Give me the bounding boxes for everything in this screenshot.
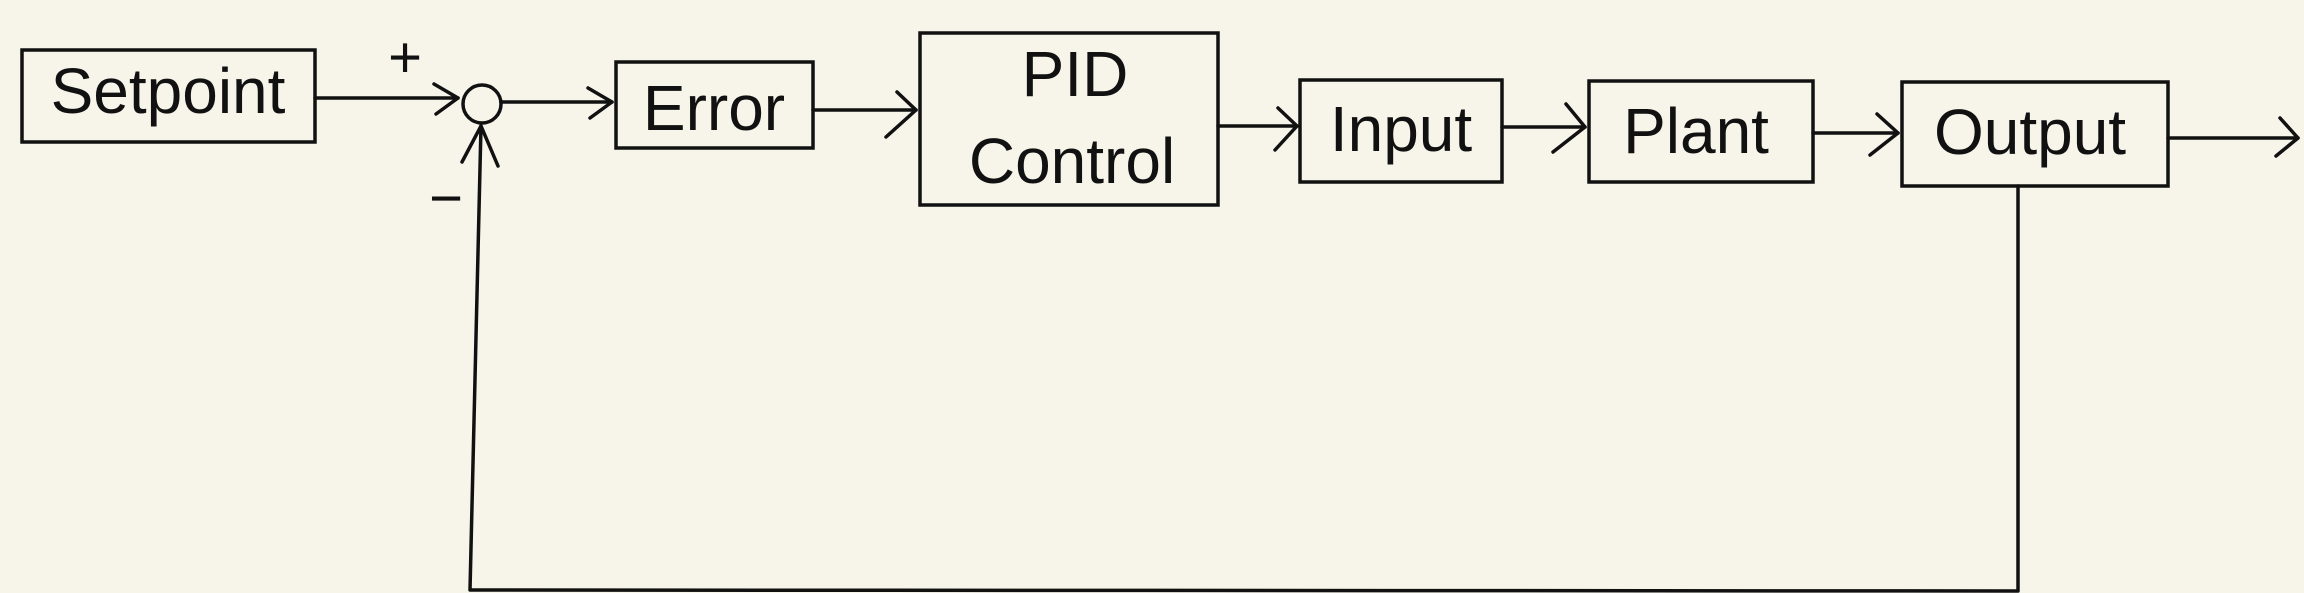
connector-setpoint-to-junction	[313, 82, 460, 116]
summing-junction-circle	[461, 83, 503, 125]
pid-label-line2: Control	[969, 125, 1175, 197]
output-label: Output	[1934, 96, 2126, 168]
connector-plant-to-output	[1811, 112, 1900, 157]
connector-junction-to-error	[499, 86, 614, 120]
input-box	[1298, 78, 1504, 184]
summing-junction: + −	[388, 25, 503, 231]
setpoint-box	[20, 48, 317, 144]
plant-label: Plant	[1623, 95, 1769, 167]
plant-block: Plant	[1587, 79, 1815, 184]
connector-input-to-plant	[1500, 102, 1587, 154]
setpoint-label: Setpoint	[51, 55, 286, 127]
connector-error-to-pid	[811, 90, 918, 139]
error-label: Error	[643, 72, 785, 144]
pid-control-block: PID Control	[918, 31, 1220, 207]
arrowhead-output	[1868, 112, 1900, 157]
connector-pid-to-input	[1216, 106, 1299, 152]
arrowhead-error	[586, 86, 614, 120]
arrowhead-pid	[884, 90, 918, 139]
input-label: Input	[1330, 93, 1473, 165]
output-box	[1900, 80, 2170, 188]
output-block: Output	[1900, 80, 2170, 188]
connector-output-exit	[2166, 116, 2300, 158]
arrowhead-input	[1273, 106, 1299, 152]
error-block: Error	[614, 60, 815, 150]
plus-sign: +	[388, 25, 422, 90]
setpoint-block: Setpoint	[20, 48, 317, 144]
error-box	[614, 60, 815, 150]
feedback-path	[460, 124, 2020, 593]
arrowhead-feedback	[460, 124, 500, 168]
minus-sign: −	[429, 166, 463, 231]
arrowhead-exit	[2274, 116, 2300, 158]
arrowhead-junction-input	[432, 82, 460, 116]
wire-feedback-loop	[468, 124, 2020, 593]
pid-label-line1: PID	[1022, 38, 1129, 110]
arrowhead-plant	[1551, 102, 1587, 154]
input-block: Input	[1298, 78, 1504, 184]
pid-control-box	[918, 31, 1220, 207]
